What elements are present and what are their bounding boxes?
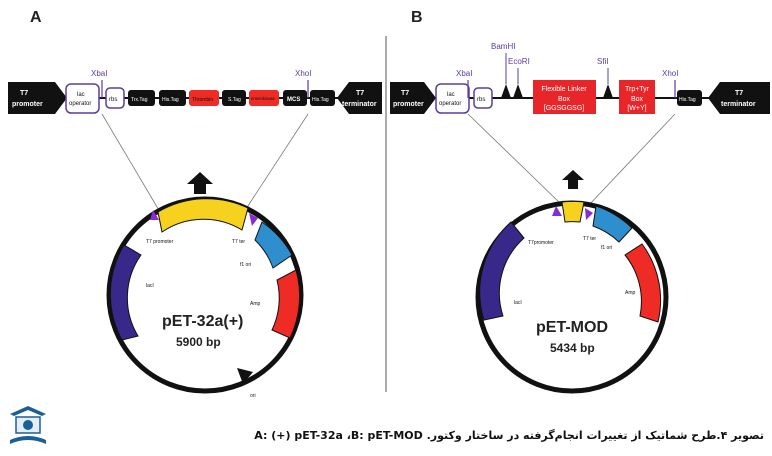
panel-a-xhoi-label: XhoI (295, 69, 311, 78)
panel-b-ecori-peak (513, 84, 523, 98)
panel-b-amp-segment (624, 243, 662, 323)
panel-a-insert-segment (157, 198, 249, 233)
panel-a-plasmid-label: T7 ter (232, 239, 245, 245)
panel-b-trp-tyr-box: Trp+Tyr Box [W+Y] (619, 80, 655, 114)
panel-a-zoom-line-right (243, 113, 309, 213)
panel-a-plasmid-label: T7 promoter (146, 239, 174, 245)
panel-b-plasmid-label: Amp (625, 290, 636, 296)
panel-b-promoter-label-1: T7 (401, 90, 409, 97)
panel-b-plasmid-size: 5434 bp (550, 341, 595, 355)
panel-a-element-label: MCS (287, 97, 300, 103)
panel-b-f1-ori-segment (592, 205, 633, 243)
panel-b-zoom-line-left (467, 113, 564, 207)
panel-a-element-label: Trx.Tag (131, 97, 148, 103)
panel-b-xhoi-label: XhoI (662, 69, 678, 78)
panel-a-trx-tag: Trx.Tag (128, 90, 155, 106)
panel-b-terminator-marker (585, 208, 593, 220)
panel-b-trp-label-1: Trp+Tyr (625, 86, 650, 93)
panel-a-ori-arrow (237, 368, 253, 384)
panel-a-plasmid-label: ori (250, 393, 256, 399)
figure-caption: تصویر ۴.طرح شماتیک از تغییرات انجام‌گرفت… (254, 429, 764, 442)
panel-b-zoom-line-right (587, 113, 676, 207)
panel-a-element-label: His.Tag (162, 97, 179, 103)
panel-b-promoter-marker (552, 206, 562, 216)
panel-b-terminator-label-1: T7 (735, 90, 743, 97)
panel-b-sfii-peak (603, 84, 613, 98)
panel-b-lac-label-1: lac (447, 92, 455, 98)
panel-a-plasmid-label: f1 ori (240, 262, 251, 268)
panel-a-plasmid-backbone (106, 196, 304, 394)
panel-b-lac-label-2: operator (439, 101, 461, 107)
panel-a-plasmid-label: lacI (146, 283, 154, 289)
panel-a-f1-ori-segment (254, 221, 293, 269)
panel-a-lac-label-1: lac (77, 92, 85, 98)
panel-b-linker-label-1: Flexible Linker (541, 86, 587, 93)
panel-b-bamhi-label: BamHI (491, 42, 515, 51)
panel-b-plasmid-label: f1 ori (601, 245, 612, 251)
panel-a-terminator-label-1: T7 (356, 90, 364, 97)
panel-a-letter: A (30, 9, 42, 26)
panel-b-terminator-label-2: terminator (721, 101, 756, 108)
panel-b-flexible-linker-box: Flexible Linker Box [GGSGGSG] (533, 80, 596, 114)
panel-b-letter: B (411, 9, 423, 26)
panel-a-t7-promoter: T7 promoter (8, 82, 67, 114)
panel-b-linker-label-3: [GGSGGSG] (544, 105, 585, 112)
panel-a-lac-operator: lac operator (65, 83, 100, 114)
panel-a-rbs: rbs (105, 87, 125, 109)
panel-b-rbs: rbs (473, 87, 493, 109)
panel-a-terminator-marker (249, 213, 258, 226)
panel-a-plasmid-size: 5900 bp (176, 335, 221, 349)
panel-a-rbs-label: rbs (109, 97, 117, 103)
panel-b-t7-promoter: T7 promoter (390, 82, 436, 114)
panel-a-plasmid-name: pET-32a(+) (162, 313, 243, 330)
panel-b-sfii-label: SfiI (597, 57, 609, 66)
panel-a-promoter-marker (150, 210, 159, 220)
panel-b-insert-segment (561, 200, 585, 223)
panel-b-trp-label-3: [W+Y] (627, 105, 646, 112)
panel-b-ecori-label: EcoRI (508, 57, 530, 66)
panel-a-promoter-label-1: T7 (20, 90, 28, 97)
panel-a-zoom-line-left (101, 113, 161, 213)
panel-a: A T7 promoter lac operator XbaI rbs Trx.… (8, 9, 382, 399)
panel-b-t7-terminator: T7 terminator (708, 82, 770, 114)
panel-a-element-label: S.Tag (228, 97, 241, 103)
panel-a-element-label: enterokinase (251, 96, 276, 101)
panel-a-amp-segment (271, 269, 301, 339)
panel-b-his-tag: His.Tag (677, 90, 702, 106)
panel-b-plasmid-name: pET-MOD (536, 319, 608, 336)
panel-b-linker-label-2: Box (558, 96, 571, 103)
panel-a-lac-label-2: operator (69, 101, 91, 107)
panel-a-element-label: His.Tag (312, 97, 329, 103)
panel-b-direction-arrow (562, 170, 584, 189)
panel-a-t7-terminator: T7 terminator (337, 82, 382, 114)
panel-b-plasmid-label: T7promoter (528, 240, 554, 246)
panel-b-bamhi-peak (501, 84, 511, 98)
panel-a-direction-arrow (187, 172, 213, 194)
panel-b-trp-label-2: Box (631, 96, 644, 103)
panel-b: B T7 promoter lac operator XbaI rbs BamH… (390, 9, 770, 394)
panel-b-xbai-label: XbaI (456, 69, 472, 78)
panel-b-lac-operator: lac operator (435, 83, 470, 114)
panel-b-promoter-label-2: promoter (393, 101, 424, 108)
panel-a-terminator-label-2: terminator (342, 101, 377, 108)
panel-a-element-label: Thrombin (192, 97, 213, 103)
panel-a-thrombin: Thrombin (189, 90, 219, 106)
panel-a-his-tag-1: His.Tag (159, 90, 186, 106)
panel-a-promoter-label-2: promoter (12, 101, 43, 108)
panel-a-enterokinase: enterokinase (249, 90, 279, 106)
journal-logo-icon (10, 406, 46, 444)
panel-a-plasmid-label: Amp (250, 301, 261, 307)
panel-b-laci-segment (479, 221, 525, 321)
panel-a-xbai-label: XbaI (91, 69, 107, 78)
panel-b-plasmid-label: T7 ter (583, 236, 596, 242)
panel-a-his-tag-2: His.Tag (310, 90, 335, 106)
panel-a-mcs: MCS (283, 90, 307, 106)
panel-a-s-tag: S.Tag (222, 90, 246, 106)
panel-b-plasmid-label: lacI (514, 300, 522, 306)
panel-a-laci-segment (109, 244, 142, 341)
panel-b-his-label: His.Tag (679, 97, 696, 103)
panel-b-rbs-label: rbs (477, 97, 485, 103)
